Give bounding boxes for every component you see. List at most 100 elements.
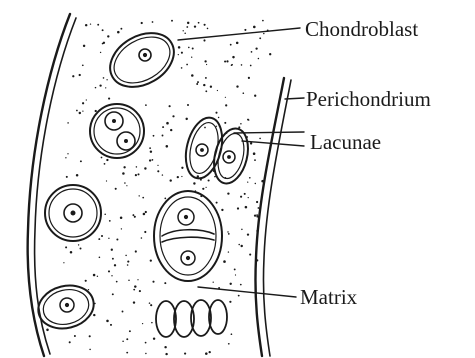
matrix-speckle [115, 188, 117, 190]
matrix-speckle [232, 56, 234, 58]
lacuna-single-cell [45, 185, 101, 241]
matrix-speckle [243, 92, 245, 94]
matrix-speckle [229, 301, 231, 303]
matrix-speckle [208, 179, 210, 181]
matrix-speckle [108, 270, 110, 272]
matrix-speckle [157, 170, 159, 172]
matrix-speckle [204, 24, 206, 26]
matrix-speckle [137, 279, 138, 280]
matrix-speckle [203, 84, 205, 86]
perichondrium-label: Perichondrium [306, 87, 431, 111]
matrix-speckle [258, 58, 260, 60]
left-boundary-line [28, 14, 70, 356]
matrix-speckle [196, 83, 198, 85]
matrix-speckle [250, 65, 252, 67]
matrix-speckle [108, 98, 110, 100]
matrix-speckle [181, 67, 183, 69]
matrix-speckle [67, 122, 69, 124]
matrix-speckle [111, 249, 113, 251]
matrix-speckle [238, 295, 240, 297]
matrix-speckle [188, 47, 190, 49]
matrix-speckle [251, 51, 253, 53]
matrix-speckle [187, 22, 189, 24]
matrix-speckle [120, 217, 123, 220]
matrix-speckle [152, 159, 154, 161]
matrix-speckle [149, 302, 151, 304]
matrix-speckle [186, 26, 188, 28]
matrix-speckle [203, 39, 205, 41]
matrix-speckle [195, 190, 197, 192]
matrix-speckle [178, 46, 181, 49]
matrix-speckle [230, 44, 232, 46]
matrix-speckle [153, 135, 155, 137]
matrix-speckle [97, 276, 98, 277]
matrix-speckle [89, 335, 91, 337]
matrix-speckle [228, 233, 230, 235]
matrix-speckle [254, 214, 256, 216]
matrix-speckle [138, 195, 139, 196]
matrix-speckle [191, 74, 194, 77]
matrix-speckle [152, 281, 154, 283]
matrix-speckle [200, 179, 202, 181]
matrix-speckle [145, 104, 147, 106]
matrix-speckle [217, 90, 218, 91]
matrix-speckle [247, 181, 248, 182]
matrix-speckle [224, 60, 226, 62]
matrix-speckle [110, 324, 112, 326]
matrix-speckle [248, 77, 250, 79]
matrix-speckle [247, 233, 249, 235]
matrix-speckle [145, 211, 147, 213]
matrix-speckle [249, 177, 251, 179]
matrix-speckle [254, 159, 256, 161]
matrix-speckle [245, 206, 248, 209]
matrix-speckle [107, 35, 109, 37]
matrix-speckle [122, 341, 124, 343]
matrix-speckle [76, 110, 78, 112]
chondroblast-cell [101, 22, 184, 98]
matrix-speckle [89, 349, 91, 351]
matrix-speckle [216, 126, 217, 127]
matrix-speckle [112, 258, 114, 260]
matrix-speckle [136, 166, 138, 168]
matrix-speckle [238, 126, 240, 128]
matrix-speckle [151, 322, 153, 324]
matrix-speckle [65, 246, 67, 248]
matrix-speckle [186, 64, 188, 66]
chondroblast-label: Chondroblast [305, 17, 418, 41]
matrix-speckle [143, 213, 146, 216]
matrix-speckle [116, 281, 118, 283]
matrix-speckle [82, 110, 83, 111]
matrix-speckle [197, 81, 199, 83]
matrix-speckle [99, 84, 101, 86]
matrix-speckle [240, 123, 242, 125]
matrix-speckle [95, 110, 97, 112]
matrix-speckle [181, 176, 182, 177]
matrix-speckle [227, 192, 229, 194]
matrix-speckle [241, 64, 243, 66]
matrix-speckle [141, 237, 143, 239]
matrix-speckle [94, 303, 95, 304]
matrix-speckle [230, 283, 232, 285]
matrix-speckle [114, 264, 116, 266]
matrix-speckle [250, 142, 252, 144]
matrix-speckle [74, 335, 76, 337]
matrix-speckle [104, 214, 106, 216]
matrix-speckle [166, 122, 169, 125]
matrix-speckle [99, 257, 101, 259]
matrix-speckle [150, 304, 152, 306]
matrix-speckle [76, 174, 79, 177]
matrix-speckle [244, 29, 246, 31]
matrix-speckle [80, 160, 82, 162]
matrix-speckle [98, 238, 100, 240]
matrix-speckle [108, 238, 109, 239]
matrix-speckle [80, 248, 82, 250]
lacunae-label: Lacunae [310, 130, 381, 154]
matrix-speckle [164, 198, 166, 200]
perichondrium-pointer-line [285, 98, 304, 99]
lacunae-pointer-line [234, 132, 304, 133]
matrix-speckle [253, 26, 256, 29]
matrix-speckle [65, 157, 66, 158]
matrix-speckle [85, 280, 87, 282]
matrix-speckle [90, 23, 91, 24]
matrix-speckle [228, 343, 230, 345]
